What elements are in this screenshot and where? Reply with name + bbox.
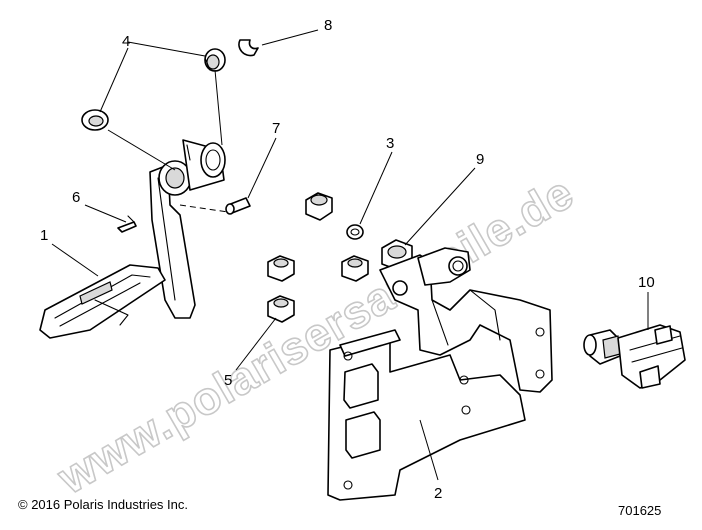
brake-pedal-arm [39, 139, 226, 339]
flange-nut-lower [267, 295, 295, 323]
clevis-pin [225, 197, 251, 215]
e-clip [238, 39, 259, 57]
callout-6: 6 [72, 189, 80, 206]
callout-2: 2 [434, 485, 442, 502]
washer [346, 224, 364, 240]
flange-nut-mid [267, 255, 295, 282]
callout-8: 8 [324, 17, 332, 34]
callout-10: 10 [638, 274, 655, 291]
bushing-left [81, 109, 109, 131]
copyright-text: © 2016 Polaris Industries Inc. [18, 497, 188, 512]
diagram-number: 701625 [618, 503, 661, 518]
pedal-mount-bracket [327, 247, 553, 501]
callout-7: 7 [272, 120, 280, 137]
callout-9: 9 [476, 151, 484, 168]
brake-light-switch [583, 324, 686, 389]
callout-3: 3 [386, 135, 394, 152]
bushing-upper [204, 48, 226, 72]
flange-nut-center [341, 255, 369, 282]
callout-5: 5 [224, 372, 232, 389]
cotter-pin [117, 215, 137, 233]
callout-1: 1 [40, 227, 48, 244]
leader-lines [51, 29, 649, 481]
flange-nut-upper [305, 192, 333, 221]
callout-4: 4 [122, 33, 130, 50]
